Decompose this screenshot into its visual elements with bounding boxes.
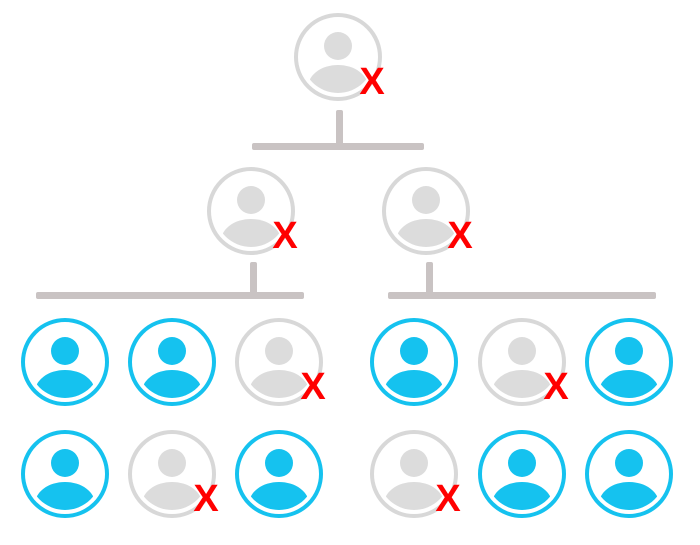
person-node-left-r1-c1 [21, 318, 109, 406]
removed-x-mark: X [272, 215, 298, 257]
connector-lines [36, 110, 656, 299]
user-icon [384, 337, 444, 398]
user-icon [599, 449, 659, 510]
user-icon [221, 186, 281, 247]
person-node-manager-right: X [382, 167, 473, 257]
person-node-right-r2-c1: X [370, 430, 461, 520]
people-nodes: X X X X X X X [21, 13, 673, 520]
person-node-right-r2-c3 [585, 430, 673, 518]
removed-x-mark: X [300, 366, 326, 408]
right-bar-line [388, 292, 656, 299]
root-bar-line [252, 143, 424, 150]
user-icon [35, 449, 95, 510]
removed-x-mark: X [193, 478, 219, 520]
person-node-right-r1-c2: X [478, 318, 569, 408]
person-node-right-r2-c2 [478, 430, 566, 518]
removed-x-mark: X [447, 215, 473, 257]
person-node-left-r2-c1 [21, 430, 109, 518]
person-node-root: X [294, 13, 385, 103]
removed-x-mark: X [435, 478, 461, 520]
user-icon [249, 337, 309, 398]
user-icon [142, 449, 202, 510]
user-icon [396, 186, 456, 247]
user-icon [308, 32, 368, 93]
person-node-left-r2-c3 [235, 430, 323, 518]
person-node-manager-left: X [207, 167, 298, 257]
person-node-right-r1-c1 [370, 318, 458, 406]
person-node-left-r1-c3: X [235, 318, 326, 408]
person-node-left-r1-c2 [128, 318, 216, 406]
user-icon [35, 337, 95, 398]
root-stem-line [336, 110, 343, 146]
user-icon [384, 449, 444, 510]
user-icon [142, 337, 202, 398]
person-node-left-r2-c2: X [128, 430, 219, 520]
user-icon [599, 337, 659, 398]
removed-x-mark: X [543, 366, 569, 408]
person-node-right-r1-c3 [585, 318, 673, 406]
right-stem-line [426, 262, 433, 296]
left-bar-line [36, 292, 304, 299]
user-icon [492, 449, 552, 510]
user-icon [492, 337, 552, 398]
user-icon [249, 449, 309, 510]
left-stem-line [250, 262, 257, 296]
removed-x-mark: X [359, 61, 385, 103]
